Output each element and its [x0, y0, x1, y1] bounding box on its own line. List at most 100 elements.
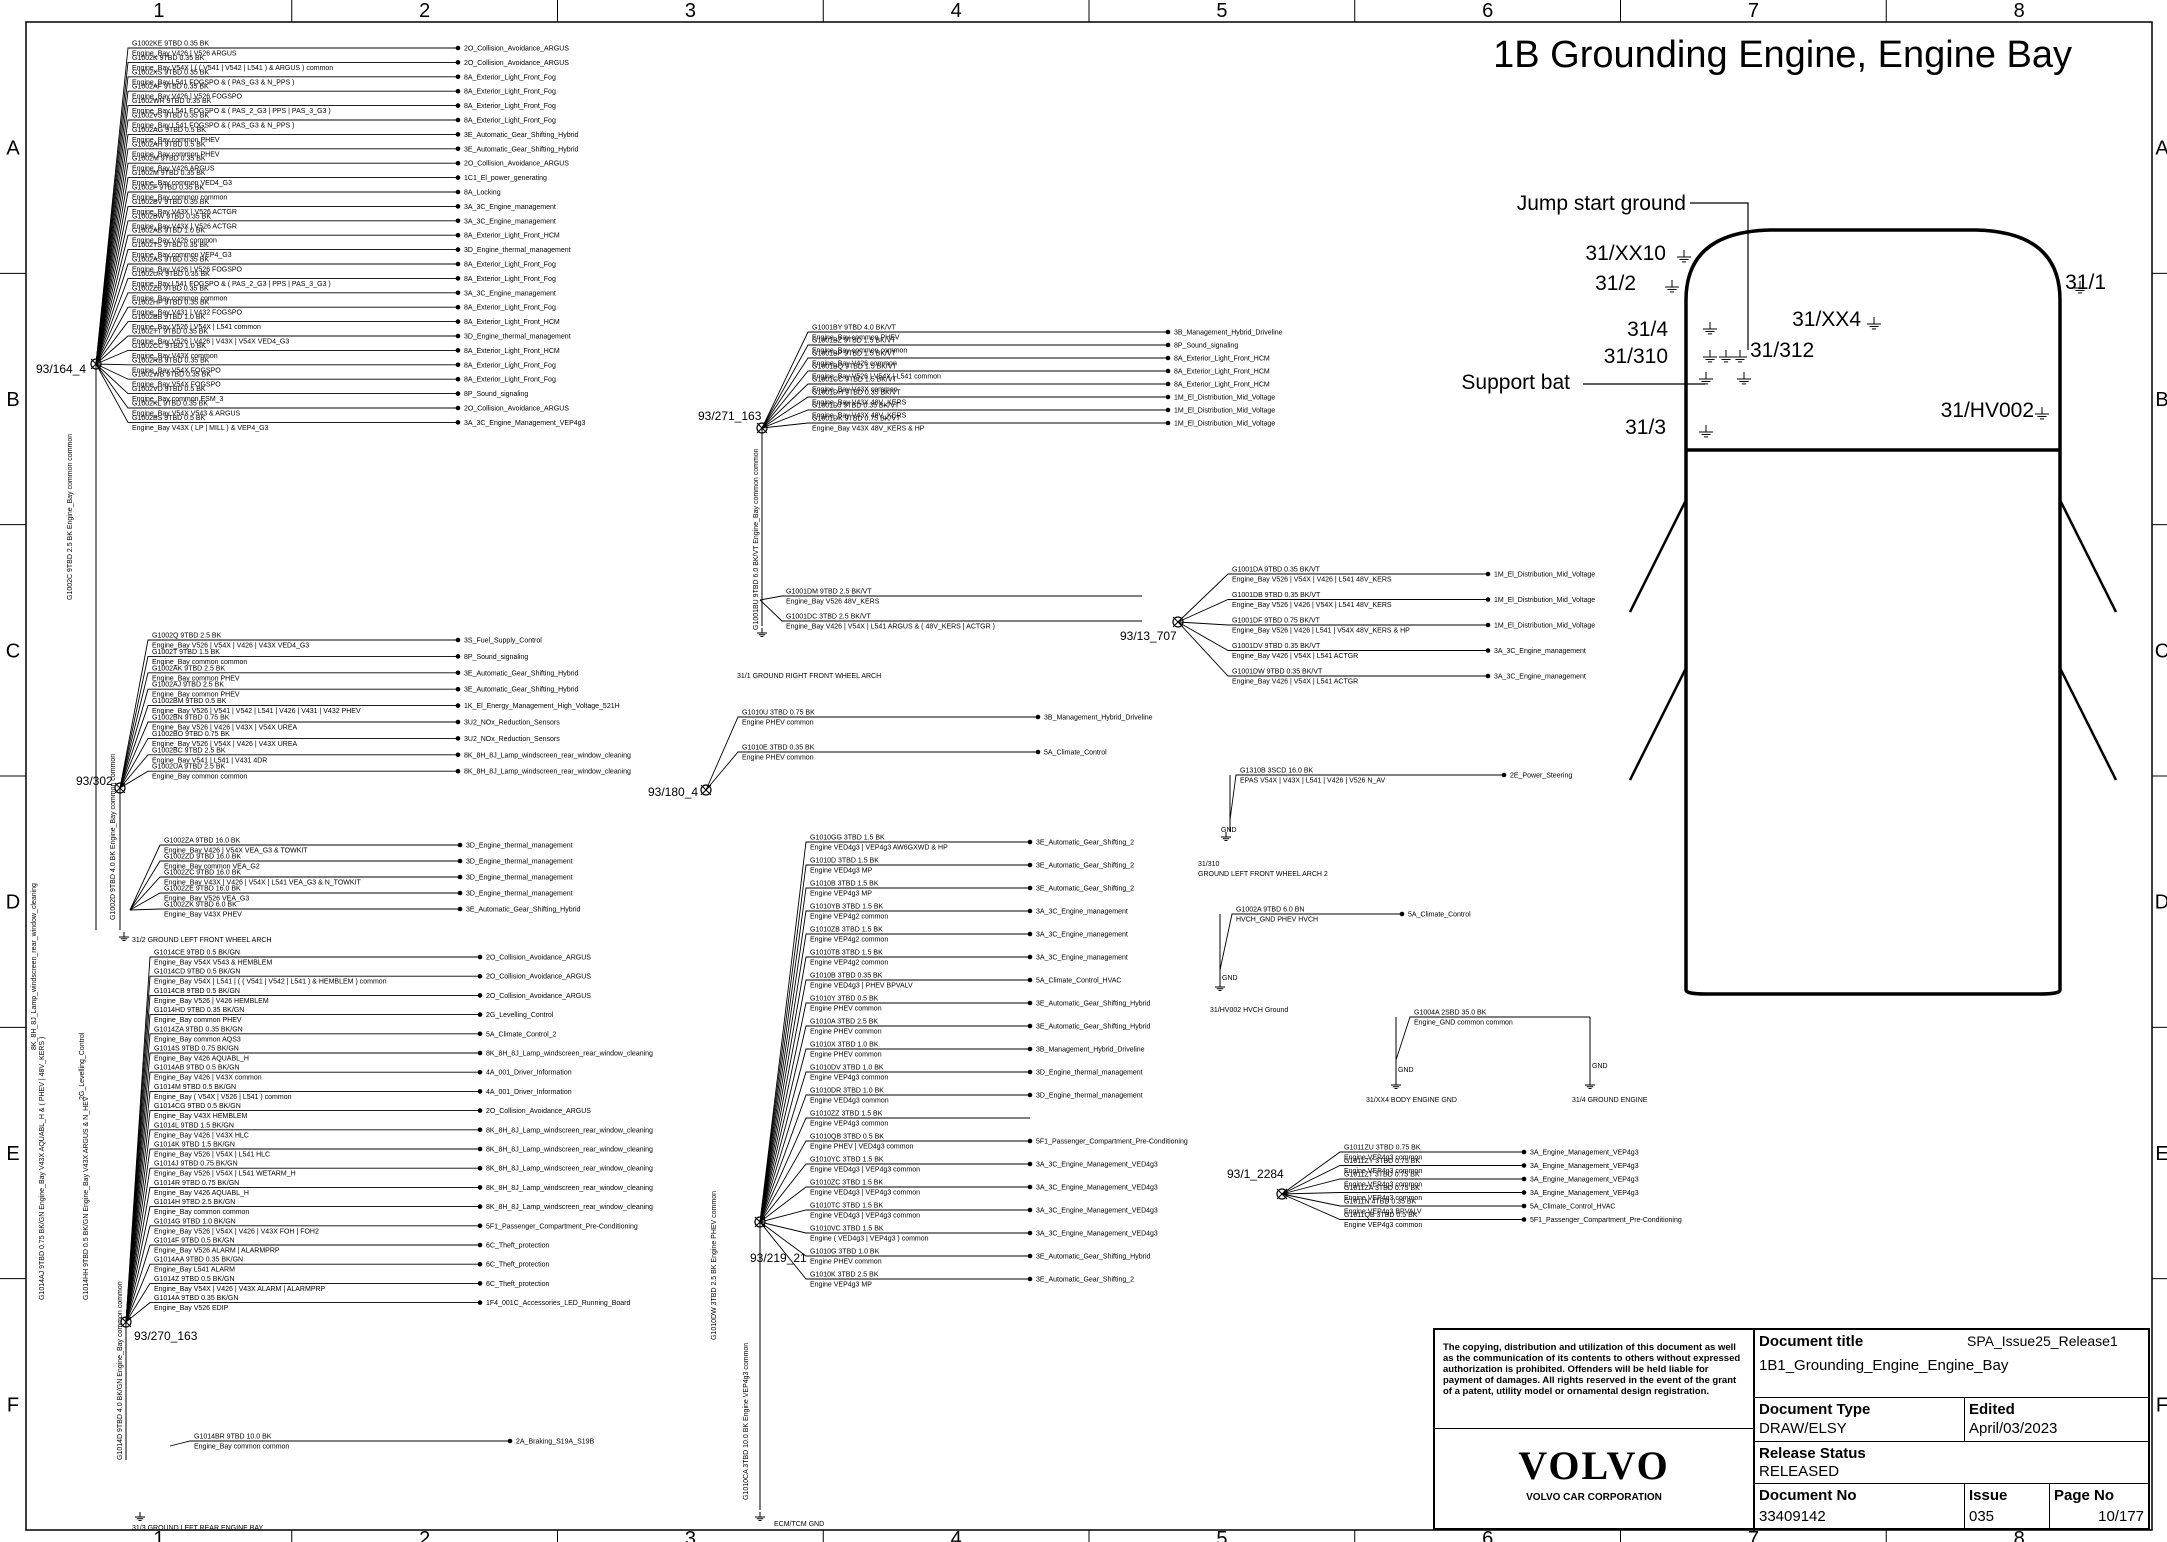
ground-symbol-icon — [1699, 425, 1713, 438]
wire — [125, 1129, 480, 1323]
connector-pin — [1485, 571, 1491, 577]
logo-divider — [1435, 1428, 1753, 1429]
wire-id: G1011ZY 3TBD 0.75 BK — [1344, 1158, 1420, 1165]
connector-pin — [1521, 1217, 1527, 1222]
destination-label: 2O_Collision_Avoidance_ARGUS — [486, 1108, 591, 1115]
copyright-notice: The copying, distribution and utilizatio… — [1443, 1342, 1741, 1397]
wire — [1281, 1165, 1524, 1195]
wire-variant: Engine_Bay V43X | V526 ACTGR — [132, 209, 237, 216]
wire — [119, 639, 458, 789]
connector-pin — [477, 1108, 483, 1113]
ground-label: 31/4 GROUND ENGINE — [1572, 1097, 1648, 1104]
splice-node-label: 93/219_21 — [750, 1251, 807, 1265]
connector-pin — [1027, 885, 1033, 891]
wire — [759, 1025, 1030, 1223]
wire-variant: Engine_Bay V526 | V426 | V54X | L541 48V… — [1232, 602, 1392, 609]
connector-pin — [455, 391, 461, 396]
wire-variant: Engine_Bay V43X 48V_KERS — [812, 400, 907, 407]
wire — [119, 770, 458, 789]
destination-label: 2O_Collision_Avoidance_ARGUS — [486, 993, 591, 1000]
wire — [119, 721, 458, 789]
wire-variant: Engine_Bay common PHEV — [812, 335, 900, 342]
destination-label: 3E_Automatic_Gear_Shifting_2 — [1036, 886, 1134, 893]
destination-label: 3E_Automatic_Gear_Shifting_Hybrid — [464, 687, 579, 694]
destination-label: 3A_3C_Engine_management — [1036, 955, 1128, 962]
wire-id: G1014CE 9TBD 0.5 BK/GN — [154, 950, 240, 957]
wire — [95, 148, 458, 365]
wire-variant: Engine_Bay V54X V543 & HEMBLEM — [154, 960, 272, 967]
wire-variant: Engine_Bay common VEA_G2 — [164, 864, 260, 871]
row-label-right: A — [2155, 138, 2167, 160]
wire — [125, 1206, 480, 1323]
wire-id: G1014CD 9TBD 0.5 BK/GN — [154, 969, 240, 976]
splice-node-label: 93/302 — [76, 774, 113, 788]
doc-title-release: SPA_Issue25_Release1 — [1967, 1333, 2118, 1349]
edited-value: April/03/2023 — [1969, 1420, 2058, 1437]
wire — [759, 595, 1142, 601]
wire-id: G1010GG 3TBD 1.5 BK — [810, 835, 885, 842]
wire-id: G1014F 9TBD 0.5 BK/GN — [154, 1238, 235, 1245]
connector-pin — [455, 74, 461, 80]
page-cell: Page No 10/177 — [2050, 1484, 2150, 1530]
wire-id: G1014CB 9TBD 0.5 BK/GN — [154, 988, 240, 995]
wire — [95, 76, 458, 365]
wire-variant: Engine PHEV common — [742, 720, 814, 727]
connector-pin — [455, 719, 461, 725]
wire-id: G1011ZT 3TBD 0.75 BK — [1344, 1172, 1420, 1179]
connector-pin — [1485, 648, 1491, 653]
vertical-wire-note: G1014HH 9TBD 0.5 BK/GN Engine_Bay V43X A… — [83, 1096, 90, 1300]
wire-variant: Engine_Bay V526 | V54X | V426 | V43X VED… — [152, 643, 309, 650]
wire — [759, 599, 1142, 622]
wire-variant: Engine_Bay L541 FOGSPO & ( PAS_2_G3 | PP… — [132, 281, 331, 288]
wire-variant: Engine_Bay V54X | ( ( V541 | V542 | L541… — [132, 65, 333, 72]
wire-variant: Engine_Bay V526 | V426 | V43X | V54X URE… — [152, 725, 297, 732]
wire-id: G1002WR 9TBD 0.35 BK — [132, 98, 212, 105]
wire-id: G1001DM 9TBD 2.5 BK/VT — [786, 589, 872, 596]
ground-label: 31/1 GROUND RIGHT FRONT WHEEL ARCH — [737, 673, 881, 680]
column-label: 2 — [419, 0, 430, 22]
splice-node-label: 93/13_707 — [1120, 629, 1177, 643]
connector-pin — [455, 637, 461, 643]
wire-variant: Engine_Bay common PHEV — [154, 1017, 242, 1024]
wire-variant: Engine_Bay V43X PHEV — [164, 912, 242, 919]
wire — [759, 910, 1030, 1223]
wire-id: G1002KL 9TBD 0.35 BK — [132, 401, 208, 408]
wire-id: G1010DV 3TBD 1.0 BK — [810, 1065, 884, 1072]
ground-label: 31/2 GROUND LEFT FRONT WHEEL ARCH — [132, 937, 272, 944]
destination-label: 8A_Exterior_Light_Front_HCM — [464, 233, 560, 240]
wire-variant: Engine_Bay V426 | V54X | L541 ARGUS & ( … — [786, 624, 995, 631]
splice-node-label: 93/164_4 — [36, 362, 86, 376]
connector-pin — [455, 146, 461, 152]
wire-id: G1014L 9TBD 1.5 BK/GN — [154, 1122, 234, 1129]
destination-label: 5A_Climate_Control_HVAC — [1530, 1204, 1615, 1211]
vertical-wire-note: G1014AJ 9TBD 0.75 BK/GN Engine_Bay V43X … — [39, 1037, 46, 1300]
destination-label: 3D_Engine_thermal_management — [464, 334, 571, 341]
wire-variant: Engine VEP4g2 common — [810, 937, 888, 944]
destination-label: 3E_Automatic_Gear_Shifting_2 — [1036, 1277, 1134, 1284]
connector-pin — [455, 132, 461, 137]
wire — [95, 61, 458, 365]
wire-variant: Engine_Bay common common — [154, 1209, 249, 1216]
connector-pin — [455, 218, 461, 224]
wire — [95, 133, 458, 365]
mirror-line — [2058, 499, 2118, 613]
wire — [125, 1014, 480, 1323]
wire — [95, 119, 458, 365]
wire-variant: Engine VED4g3 common — [810, 1098, 889, 1105]
wire-id: G1002BW 9TBD 0.35 BK — [132, 213, 211, 220]
wire-id: G1010ZB 3TBD 1.5 BK — [810, 927, 883, 934]
ground-label: 31/HV002 HVCH Ground — [1210, 1007, 1288, 1014]
connector-pin — [477, 1223, 483, 1229]
destination-label: 8A_Exterior_Light_Front_Fog — [464, 377, 556, 384]
destination-label: 1M_El_Distribution_Mid_Voltage — [1494, 597, 1595, 604]
connector-pin — [455, 261, 461, 267]
wire-variant: Engine VEP4g2 common — [810, 914, 888, 921]
destination-label: 4A_001_Driver_Information — [486, 1070, 572, 1077]
wire-id: G1010YB 3TBD 1.5 BK — [810, 904, 883, 911]
wire-id: G1002BC 9TBD 2.5 BK — [152, 747, 226, 754]
wire-id: G1010E 3TBD 0.35 BK — [742, 745, 815, 752]
